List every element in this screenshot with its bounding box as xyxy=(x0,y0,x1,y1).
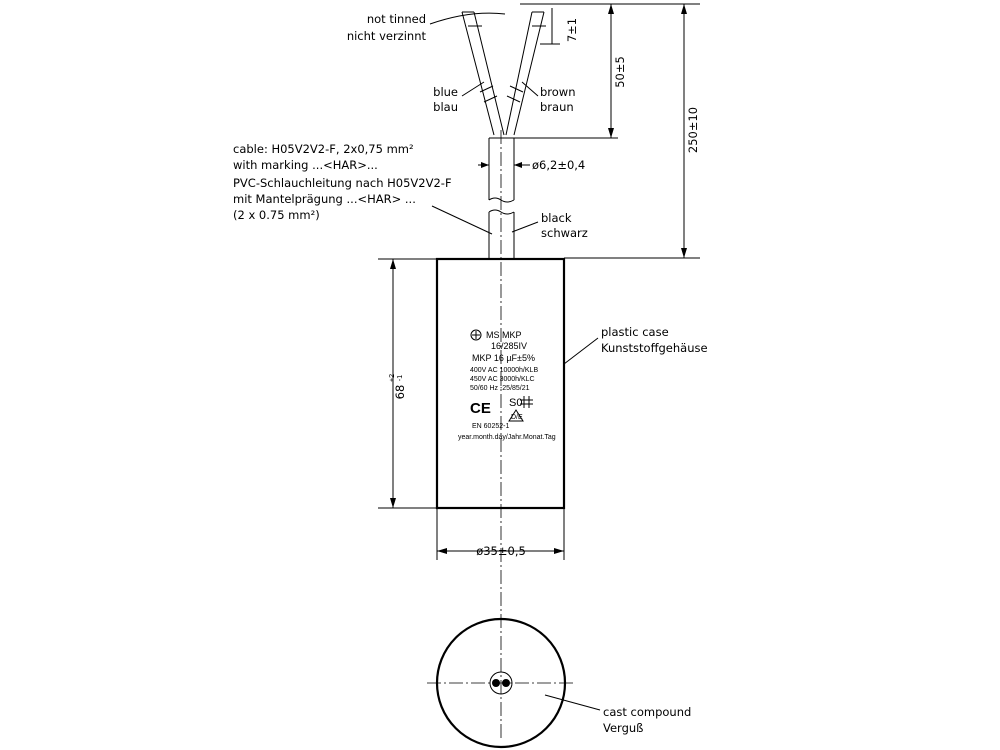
label-verguss: Verguß xyxy=(603,721,643,735)
extension-lines xyxy=(514,3,700,259)
case-standard: EN 60252-1 xyxy=(472,423,509,430)
case-line-1: MKP 16 µF±5% xyxy=(472,353,535,363)
cable-break-top xyxy=(488,197,515,203)
wire-blue xyxy=(461,11,505,136)
cable-description: cable: H05V2V2-F, 2x0,75 mm² with markin… xyxy=(233,142,452,222)
label-black: black xyxy=(541,211,572,225)
dim-total-length: 250±10 xyxy=(686,107,700,153)
cable-break-bottom xyxy=(488,209,515,215)
label-blue: blue xyxy=(433,85,458,99)
dim-line-height xyxy=(378,258,437,509)
leader-cast-compound xyxy=(544,694,601,711)
label-blau: blau xyxy=(433,100,458,114)
cable-sheath-upper xyxy=(488,137,515,200)
bottom-view xyxy=(427,617,575,749)
label-cast-compound: cast compound xyxy=(603,705,691,719)
dim-line-case-diameter xyxy=(436,508,565,560)
leader-blue xyxy=(461,81,485,97)
hash-mark-icon xyxy=(520,396,533,408)
leader-plastic-case xyxy=(563,337,599,365)
case-brand: MS MKP xyxy=(486,330,522,340)
cable-line-4: mit Mantelprägung ...<HAR> ... xyxy=(233,192,416,206)
dim-cable-diameter: ø6,2±0,4 xyxy=(532,158,585,172)
vde-triangle-icon xyxy=(508,409,524,422)
leader-brown xyxy=(521,81,539,97)
label-not-tinned: not tinned xyxy=(367,12,426,26)
case-line-4: 50/60 Hz -25/85/21 xyxy=(470,385,530,392)
dim-height-tol-minus: -1 xyxy=(397,375,404,381)
cable-sheath-lower xyxy=(488,212,515,258)
label-schwarz: schwarz xyxy=(541,226,588,240)
dim-height-tol-plus: +2 xyxy=(389,374,396,382)
wire-brown xyxy=(505,11,545,136)
label-braun: braun xyxy=(540,100,574,114)
ce-mark: CE xyxy=(470,400,491,417)
brand-logo-icon xyxy=(470,329,482,341)
dim-strip: 7±1 xyxy=(565,18,579,42)
cable-line-2: with marking ...<HAR>... xyxy=(233,158,378,172)
cable-line-1: cable: H05V2V2-F, 2x0,75 mm² xyxy=(233,142,414,156)
plastic-case xyxy=(435,257,566,510)
label-brown: brown xyxy=(540,85,576,99)
dim-case-diameter: ø35±0,5 xyxy=(476,544,526,558)
case-date: year.month.day/Jahr.Monat.Tag xyxy=(458,434,556,441)
s0-mark: S0 xyxy=(509,397,522,409)
label-plastic-case: plastic case xyxy=(601,325,669,339)
wire-break-marks xyxy=(479,85,524,103)
label-kunststoff: Kunststoffgehäuse xyxy=(601,341,708,355)
label-nicht-verzinnt: nicht verzinnt xyxy=(347,29,427,43)
cable-line-5: (2 x 0.75 mm²) xyxy=(233,208,320,222)
case-rating: 16/285IV xyxy=(491,341,527,351)
case-line-3: 450V AC 3000h/KLC xyxy=(470,376,535,383)
case-line-2: 400V AC 10000h/KLB xyxy=(470,367,538,374)
vde-mark: D/E xyxy=(511,414,523,421)
wire-core-right-icon xyxy=(502,679,510,687)
case-print: MS MKP 16/285IV MKP 16 µF±5% 400V AC 100… xyxy=(458,329,556,441)
cable-exit-circle xyxy=(489,671,513,695)
wire-core-left-icon xyxy=(492,679,500,687)
dim-wire-length: 50±5 xyxy=(613,56,627,88)
leader-not-tinned xyxy=(429,12,506,25)
leader-black xyxy=(511,221,539,233)
cable-line-3: PVC-Schlauchleitung nach H05V2V2-F xyxy=(233,176,452,190)
dim-height: 68 xyxy=(393,385,407,400)
leader-cable xyxy=(431,205,493,235)
